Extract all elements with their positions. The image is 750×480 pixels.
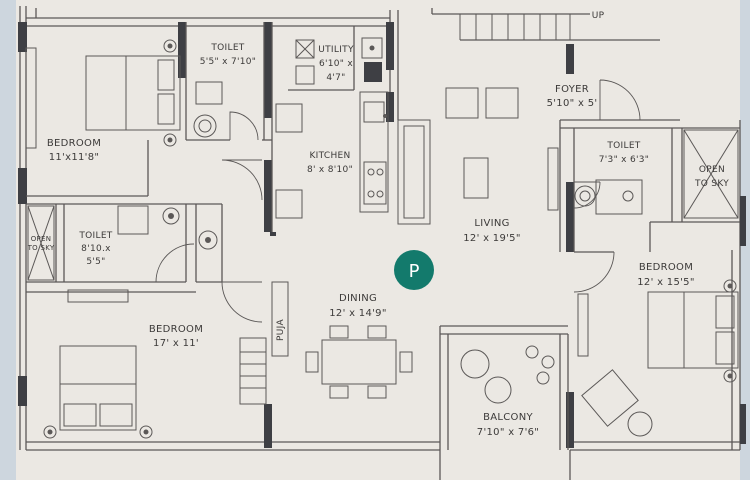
kitchen-size: 8' x 8'10": [307, 165, 353, 175]
toilet1-fixtures: [193, 81, 223, 138]
outer-walls: [19, 6, 741, 451]
interior-walls: [26, 22, 740, 480]
living-size: 12' x 19'5": [463, 233, 521, 244]
living-furniture: [397, 87, 559, 225]
utility-fixtures: [295, 37, 383, 85]
toilet2-size: 7'3" x 6'3": [599, 155, 649, 165]
open-sky-right-line1: OPEN: [699, 165, 725, 175]
living-name: LIVING: [474, 218, 509, 229]
kitchen-counter: [275, 91, 389, 219]
toilet2-fixtures: [574, 179, 643, 215]
toilet3-size-line2: 5'5": [86, 257, 105, 267]
bedroom3-size: 17' x 11': [153, 338, 199, 349]
dark-wall-segments: [18, 22, 746, 448]
bedroom2-name: BEDROOM: [639, 262, 693, 273]
dining-size: 12' x 14'9": [329, 308, 387, 319]
puja-name: PUJA: [276, 319, 286, 341]
toilet3-size-line1: 8'10.x: [81, 244, 111, 254]
utility-size-line1: 6'10" x: [319, 59, 353, 69]
stairs-up-label: UP: [592, 11, 605, 21]
open-sky-left-line1: OPEN: [31, 235, 52, 243]
parking-label: P: [409, 261, 420, 282]
balcony-name: BALCONY: [483, 412, 533, 423]
bedroom1-furniture: [25, 39, 181, 149]
open-sky-left-line2: TO SKY: [27, 244, 55, 252]
left-margin-panel: [0, 0, 16, 480]
staircase: [431, 8, 660, 41]
open-sky-right-line2: TO SKY: [694, 179, 729, 189]
toilet1-size: 5'5" x 7'10": [200, 57, 257, 67]
parking-badge: [394, 250, 434, 290]
toilet2-name: TOILET: [606, 141, 640, 151]
parking-marker: P: [394, 250, 434, 290]
dining-name: DINING: [339, 293, 377, 304]
bedroom3-furniture: [43, 289, 153, 439]
utility-size-line2: 4'7": [326, 73, 345, 83]
open-sky-void-right: [683, 129, 739, 219]
balcony-furniture: [460, 345, 555, 404]
toilet3-fixtures: [117, 205, 218, 250]
utility-name: UTILITY: [318, 45, 354, 55]
bedroom3-name: BEDROOM: [149, 324, 203, 335]
toilet3-name: TOILET: [78, 231, 112, 241]
balcony-size: 7'10" x 7'6": [477, 427, 539, 438]
toilet1-name: TOILET: [210, 43, 244, 53]
foyer-size: 5'10" x 5': [547, 98, 598, 109]
bedroom1-size: 11'x11'8": [49, 152, 100, 163]
open-sky-void-left: [27, 205, 55, 281]
bedroom1-name: BEDROOM: [47, 138, 101, 149]
bedroom2-size: 12' x 15'5": [637, 277, 695, 288]
foyer-name: FOYER: [555, 84, 589, 95]
puja-unit: [239, 281, 289, 405]
dining-set: [305, 325, 413, 399]
bedroom2-furniture: [577, 279, 739, 437]
kitchen-name: KITCHEN: [309, 151, 350, 161]
door-swings: [155, 79, 641, 323]
